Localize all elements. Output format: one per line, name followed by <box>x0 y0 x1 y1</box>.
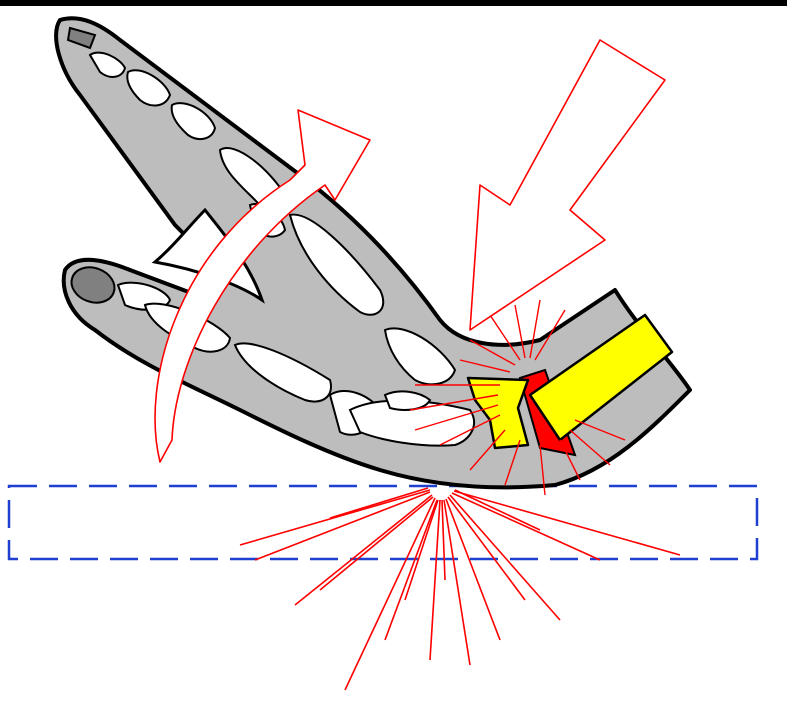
impact-burst <box>240 488 680 690</box>
force-arrow <box>470 40 665 330</box>
ground-surface <box>9 486 757 559</box>
